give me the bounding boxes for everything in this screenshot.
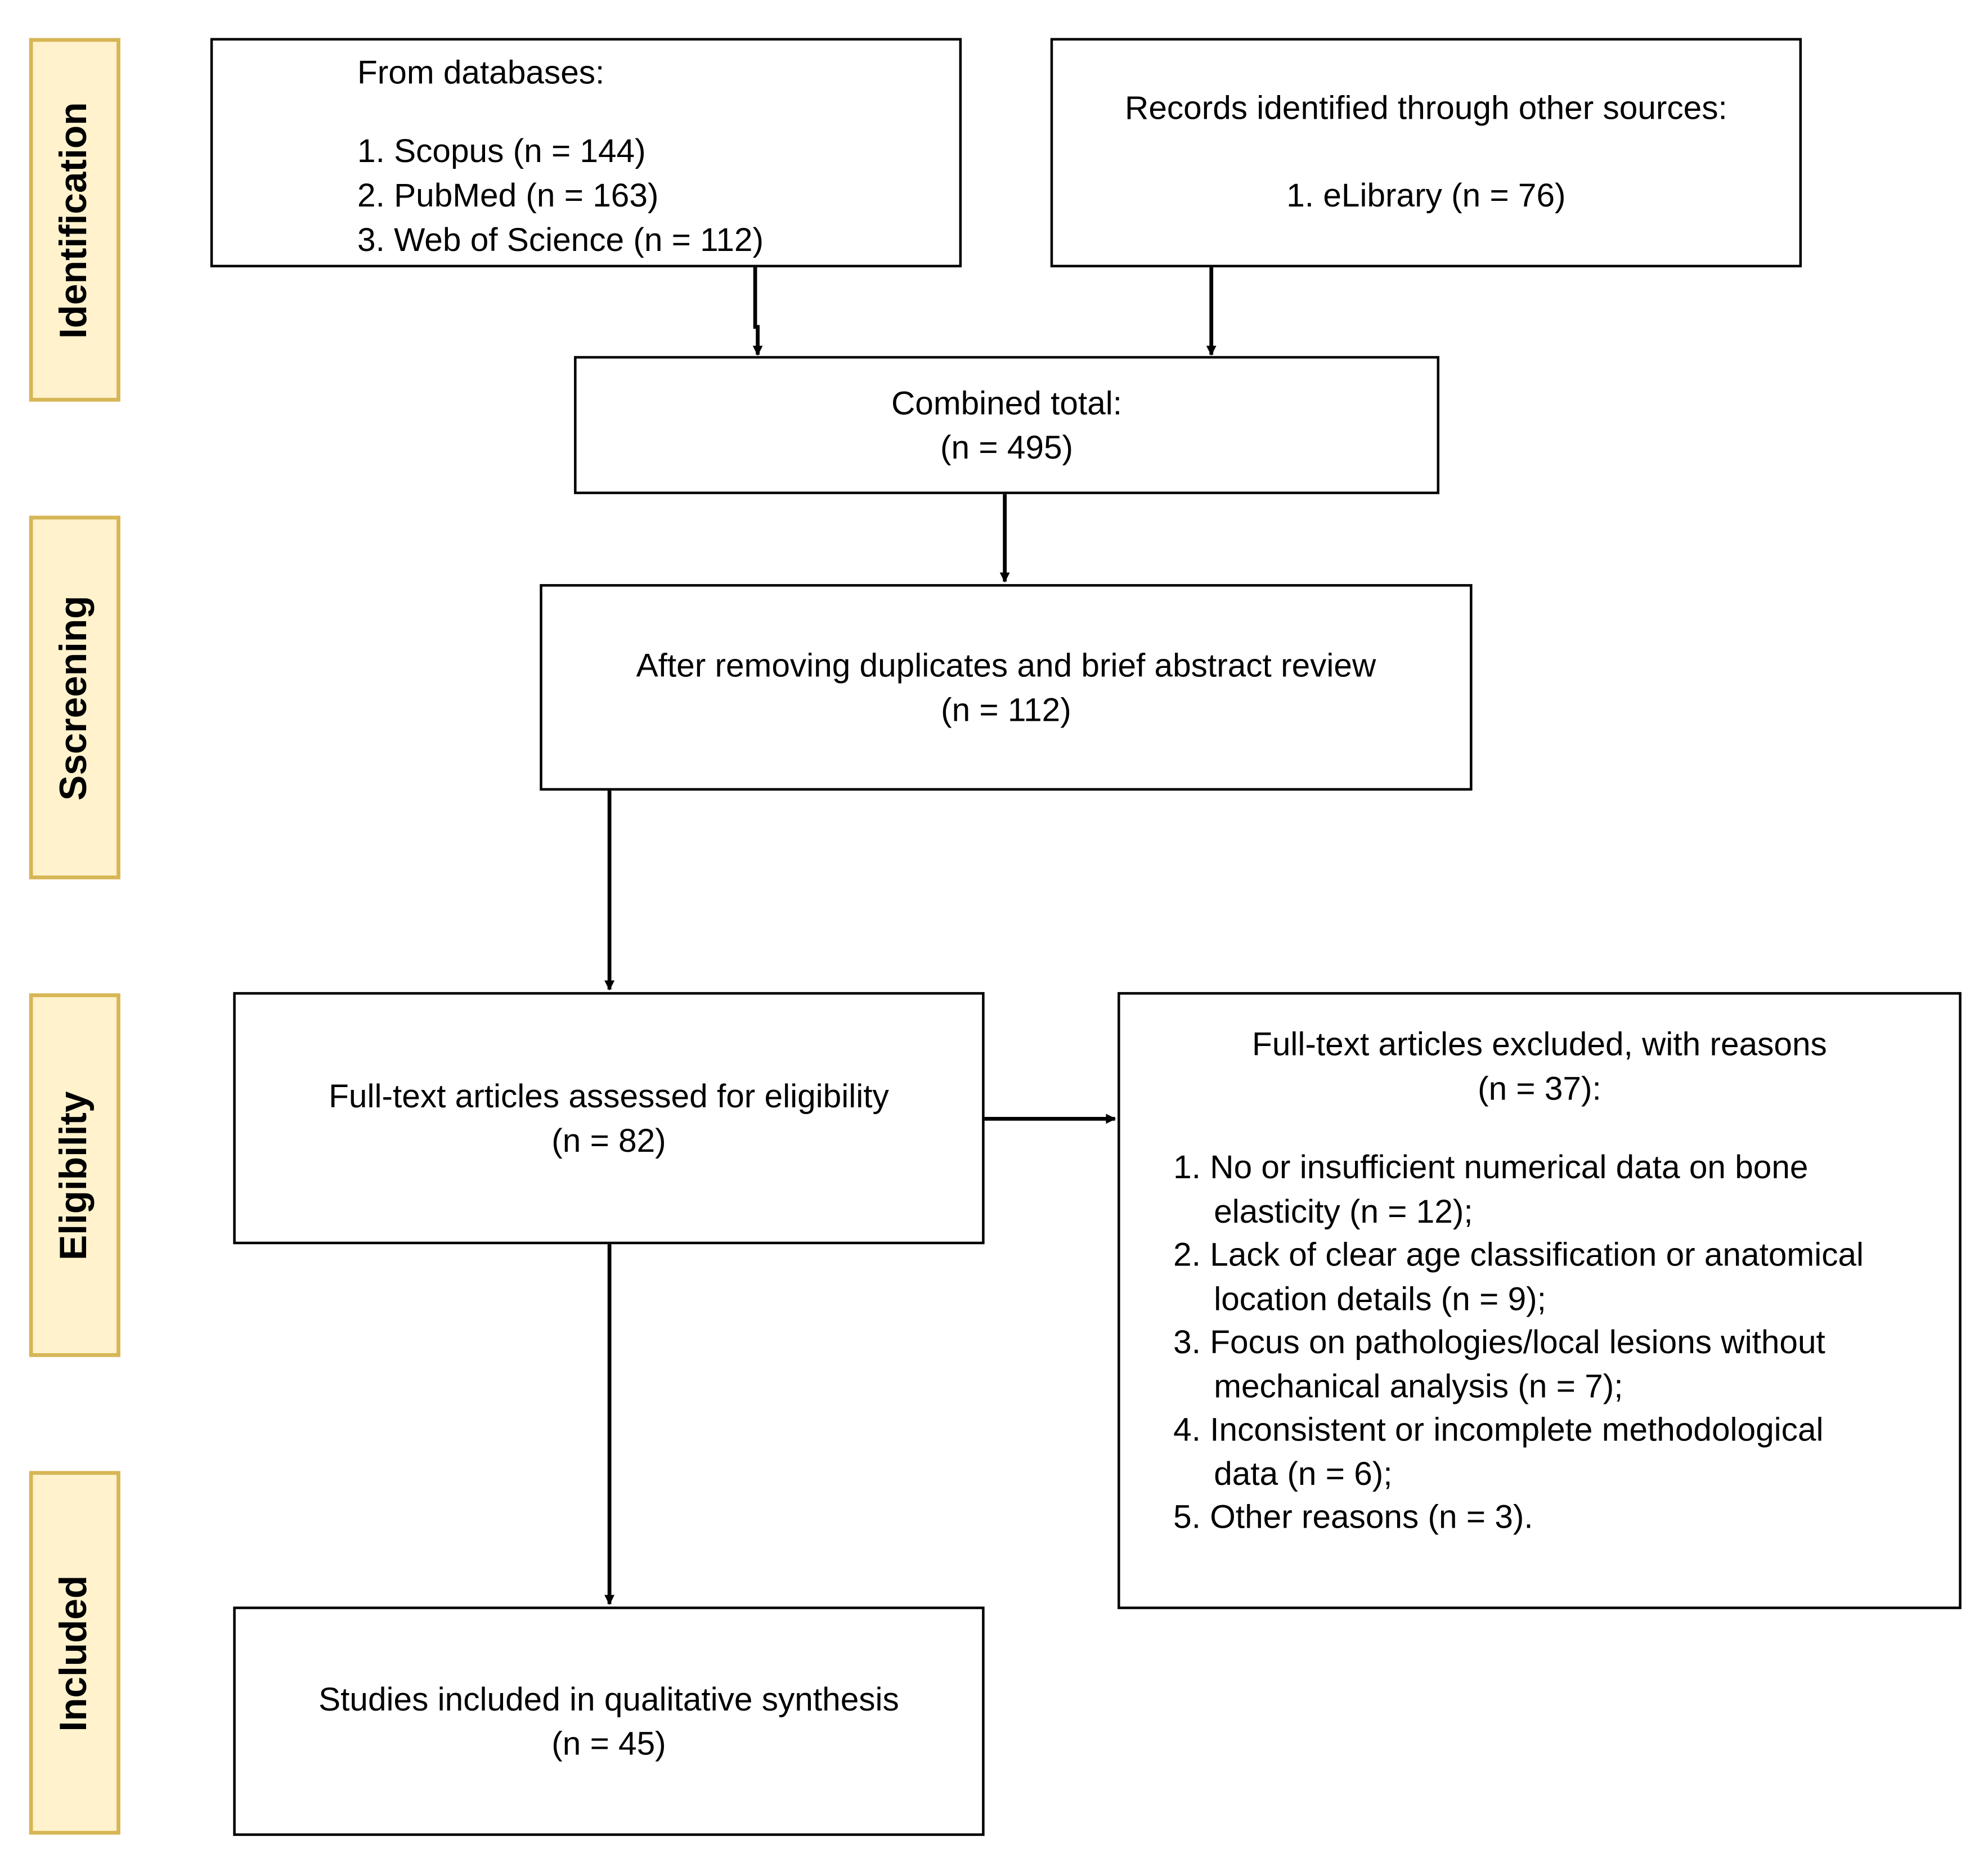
arrow-databases-to-combined	[752, 267, 763, 356]
other-sources-box: Records identified through other sources…	[1050, 38, 1802, 268]
phase-included: Included	[29, 1471, 120, 1835]
database-item: 3. Web of Science (n = 112)	[357, 220, 764, 259]
combined-box: Combined total: (n = 495)	[574, 356, 1440, 495]
databases-box: From databases: 1. Scopus (n = 144) 2. P…	[210, 38, 962, 268]
exclusion-reason-continued: elasticity (n = 12);	[1214, 1191, 1473, 1230]
screening-label: After removing duplicates and brief abst…	[636, 645, 1376, 684]
exclusion-reason-continued: data (n = 6);	[1214, 1453, 1393, 1492]
exclusion-reason-continued: mechanical analysis (n = 7);	[1214, 1366, 1623, 1405]
exclusion-reason: 2. Lack of clear age classification or a…	[1173, 1235, 1864, 1274]
screening-box: After removing duplicates and brief abst…	[540, 584, 1473, 791]
eligibility-count: (n = 82)	[551, 1120, 666, 1159]
database-item: 1. Scopus (n = 144)	[357, 132, 646, 170]
eligibility-box: Full-text articles assessed for eligibil…	[233, 992, 985, 1245]
other-source-item: 1. eLibrary (n = 76)	[1286, 176, 1566, 214]
eligibility-label: Full-text articles assessed for eligibil…	[329, 1076, 889, 1115]
phase-identification: Identification	[29, 38, 120, 402]
included-box: Studies included in qualitative synthesi…	[233, 1606, 985, 1836]
exclusion-reason: 4. Inconsistent or incomplete methodolog…	[1173, 1410, 1824, 1448]
excluded-count: (n = 37):	[1478, 1069, 1601, 1108]
databases-heading: From databases:	[357, 53, 605, 92]
exclusion-reason: 5. Other reasons (n = 3).	[1173, 1497, 1533, 1536]
combined-label: Combined total:	[891, 383, 1123, 421]
phase-screening: Sscreening	[29, 515, 120, 879]
phase-eligibility: Eligibility	[29, 993, 120, 1357]
exclusion-reason: 1. No or insufficient numerical data on …	[1173, 1148, 1809, 1186]
exclusion-reasons-list: 1. No or insufficient numerical data on …	[1173, 1146, 1864, 1539]
other-sources-heading: Records identified through other sources…	[1125, 88, 1727, 127]
combined-count: (n = 495)	[940, 427, 1074, 466]
excluded-box: Full-text articles excluded, with reason…	[1118, 992, 1962, 1609]
exclusion-reason-continued: location details (n = 9);	[1214, 1279, 1546, 1317]
excluded-heading: Full-text articles excluded, with reason…	[1252, 1025, 1827, 1063]
included-count: (n = 45)	[551, 1723, 666, 1762]
screening-count: (n = 112)	[941, 690, 1071, 728]
database-item: 2. PubMed (n = 163)	[357, 176, 659, 214]
included-label: Studies included in qualitative synthesi…	[318, 1679, 899, 1718]
exclusion-reason: 3. Focus on pathologies/local lesions wi…	[1173, 1322, 1825, 1361]
